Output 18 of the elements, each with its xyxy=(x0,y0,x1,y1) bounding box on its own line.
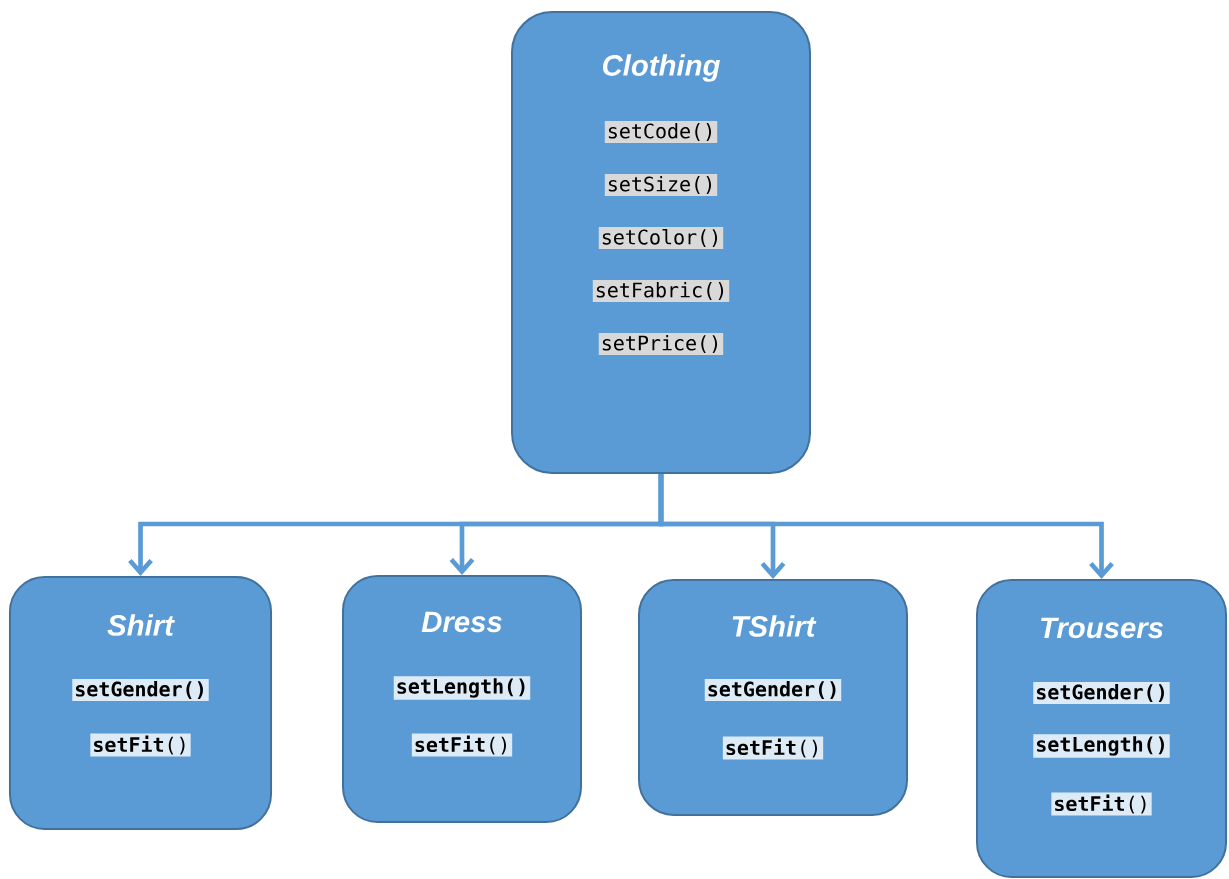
method-label: setLength() xyxy=(1033,734,1170,758)
class-name: Dress xyxy=(421,611,502,633)
method-label: setGender() xyxy=(1033,682,1170,704)
class-name: Shirt xyxy=(107,614,175,636)
method-label: setGender() xyxy=(72,679,209,701)
class-name: TShirt xyxy=(732,615,817,637)
method-label: setFabric() xyxy=(592,280,730,302)
method-label: setSize() xyxy=(604,174,718,196)
method-label: setCode() xyxy=(604,121,718,143)
method-label: setGender() xyxy=(704,679,842,701)
method-label: setLength() xyxy=(393,676,531,700)
arrow xyxy=(658,474,1114,579)
method-label: setColor() xyxy=(598,227,724,249)
method-label: setFit() xyxy=(90,733,191,757)
method-label: setFit() xyxy=(1051,792,1152,816)
class-name: Clothing xyxy=(603,54,720,82)
method-label: setPrice() xyxy=(598,333,724,355)
class-name: Trousers xyxy=(1041,617,1163,639)
